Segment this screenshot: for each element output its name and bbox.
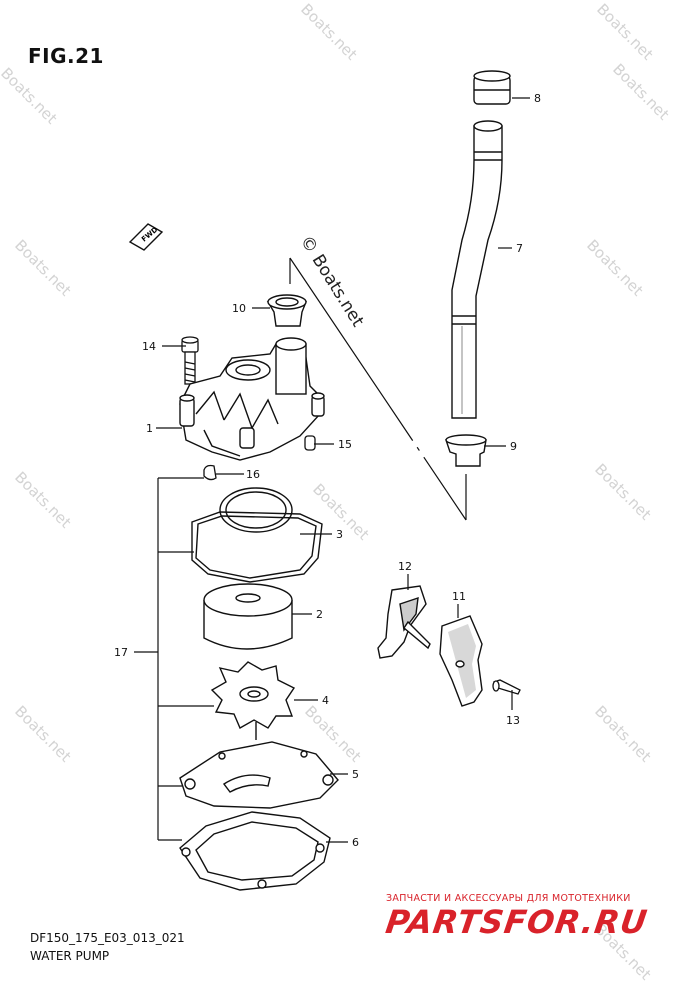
part-10-grommet [266,294,308,327]
callout-15: 15 [338,438,352,451]
callout-12: 12 [398,560,412,573]
figure-code: DF150_175_E03_013_021 [30,931,185,945]
watermark: Boats.net [297,0,361,64]
center-watermark: © Boats.net [296,232,368,331]
part-5-plate [179,741,339,809]
part-6-gasket [179,811,331,891]
watermark: Boats.net [11,702,75,766]
callout-layer: 1 2 3 4 5 6 7 8 9 10 11 12 13 14 15 16 1… [114,92,541,849]
part-8-grommet [473,70,511,105]
callout-3: 3 [336,528,343,541]
watermark: Boats.net [591,460,655,524]
watermark: Boats.net [583,236,647,300]
leader-lines [156,97,530,843]
part-15-pin [304,435,316,451]
part-3-seal-ring [191,487,323,583]
watermark: Boats.net [609,60,673,124]
callout-7: 7 [516,242,523,255]
part-7-water-tube [451,120,503,419]
callout-14: 14 [142,340,156,353]
part-2-liner [203,583,293,650]
part-9-grommet [445,434,487,467]
part-11-plate [439,615,483,707]
callout-17: 17 [114,646,128,659]
figure-name: WATER PUMP [30,949,110,963]
watermark-layer: Boats.net Boats.net Boats.net Boats.net … [0,0,673,984]
callout-9: 9 [510,440,517,453]
callout-13: 13 [506,714,520,727]
callout-4: 4 [322,694,329,707]
watermark: Boats.net [11,236,75,300]
watermark: Boats.net [11,468,75,532]
part-16-key [203,464,217,481]
callout-16: 16 [246,468,260,481]
callout-2: 2 [316,608,323,621]
watermark: Boats.net [591,702,655,766]
part-4-impeller [210,661,296,740]
part-13-screw [492,679,521,695]
promo-brand-logo: PARTSFOR.RU [383,903,651,941]
part-1-pump-case [179,337,325,461]
promo-tagline: ЗАПЧАСТИ И АКСЕССУАРЫ ДЛЯ МОТОТЕХНИКИ [386,893,631,904]
watermark: Boats.net [0,64,61,128]
fwd-arrow-icon: FWD [128,223,164,251]
watermark: Boats.net [593,0,657,64]
callout-11: 11 [452,590,466,603]
figure-title: FIG.21 [28,44,104,68]
callout-8: 8 [534,92,541,105]
callout-5: 5 [352,768,359,781]
callout-10: 10 [232,302,246,315]
callout-6: 6 [352,836,359,849]
part-14-bolt [181,336,199,385]
bracket-17 [134,477,214,841]
callout-1: 1 [146,422,153,435]
part-12-handle [377,585,431,659]
